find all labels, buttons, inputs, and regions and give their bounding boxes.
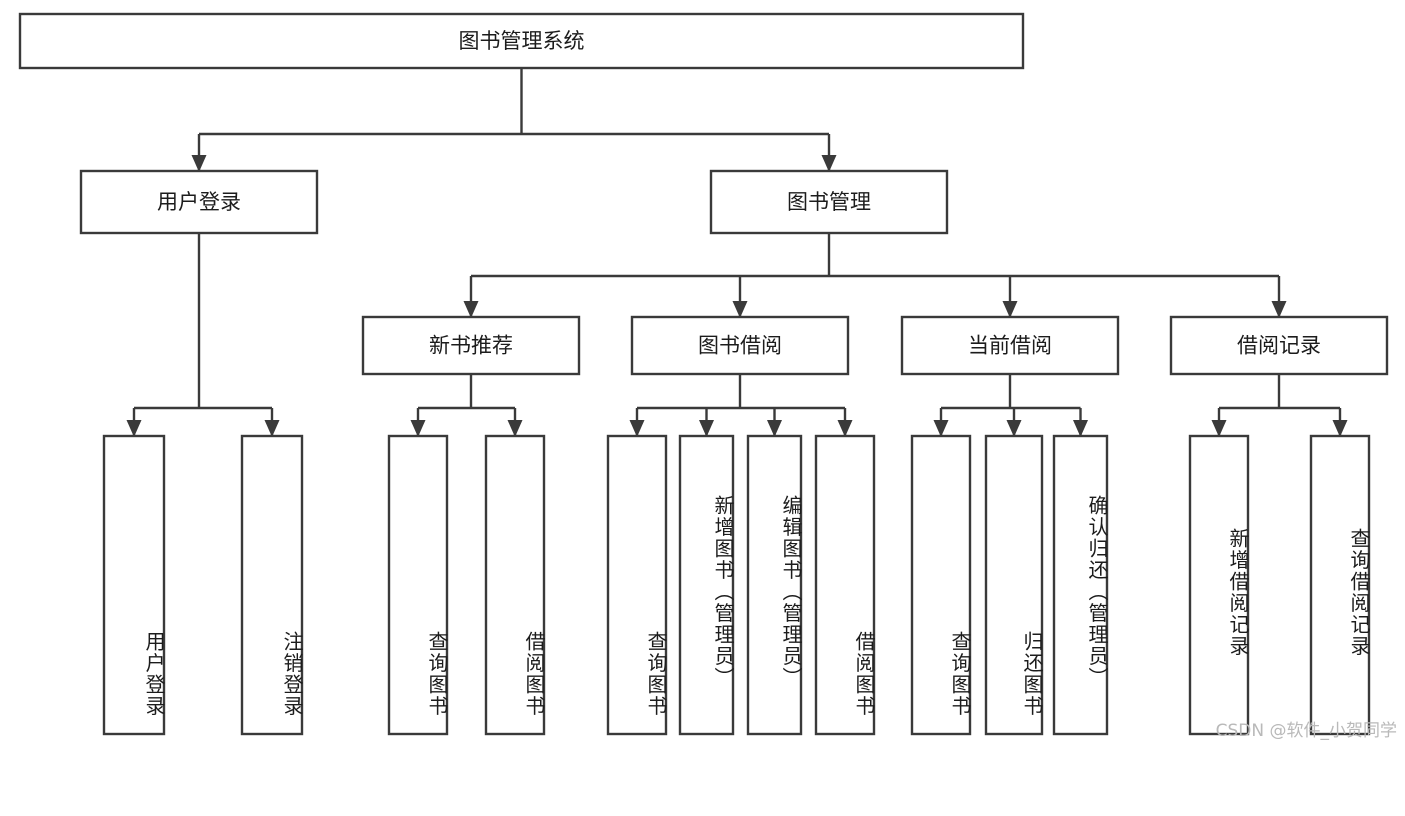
node-leaf-3[interactable] <box>387 434 449 736</box>
arrow-head-icon <box>629 420 645 437</box>
node-level3-2-label: 图书借阅 <box>698 334 782 358</box>
arrow-head-icon <box>1002 301 1018 318</box>
node-leaf-9[interactable] <box>910 434 972 736</box>
node-leaf-2[interactable] <box>240 434 304 736</box>
node-root-system[interactable] <box>18 12 1025 70</box>
arrow-head-icon <box>732 301 748 318</box>
node-leaf-13[interactable] <box>1309 434 1371 736</box>
arrow-head-icon <box>410 420 426 437</box>
arrow-head-icon <box>699 420 714 437</box>
node-leaf-1[interactable] <box>102 434 166 736</box>
node-leaf-10[interactable] <box>984 434 1044 736</box>
arrow-head-icon <box>126 420 142 437</box>
arrow-head-icon <box>821 155 837 172</box>
node-leaf-11[interactable] <box>1052 434 1109 736</box>
arrow-head-icon <box>767 420 782 437</box>
node-level2-1[interactable] <box>79 169 319 235</box>
node-root-system-label: 图书管理系统 <box>459 29 585 53</box>
node-leaf-4[interactable] <box>484 434 546 736</box>
node-leaf-8[interactable] <box>814 434 876 736</box>
node-level3-4-label: 借阅记录 <box>1237 334 1321 358</box>
arrow-head-icon <box>1211 420 1227 437</box>
connector-layer <box>126 68 1348 437</box>
watermark-text: CSDN @软件_小贺同学 <box>1215 721 1397 741</box>
arrow-head-icon <box>1006 420 1022 437</box>
node-level3-3-label: 当前借阅 <box>968 334 1052 358</box>
arrow-head-icon <box>264 420 280 437</box>
arrow-head-icon <box>1332 420 1348 437</box>
node-leaf-12[interactable] <box>1188 434 1250 736</box>
node-level3-1-label: 新书推荐 <box>429 334 513 358</box>
node-level3-1[interactable] <box>361 315 581 376</box>
node-level2-2-label: 图书管理 <box>787 190 871 214</box>
node-level2-1-label: 用户登录 <box>157 190 241 214</box>
arrow-head-icon <box>191 155 207 172</box>
arrow-head-icon <box>933 420 949 437</box>
arrow-head-icon <box>507 420 523 437</box>
flowchart-diagram: 图书管理系统用户登录图书管理新书推荐图书借阅当前借阅借阅记录 用户登录注销登录查… <box>18 12 1397 741</box>
node-leaf-6[interactable] <box>678 434 735 736</box>
arrow-head-icon <box>1073 420 1088 437</box>
arrow-head-icon <box>1271 301 1287 318</box>
node-level3-4[interactable] <box>1169 315 1389 376</box>
node-level3-2[interactable] <box>630 315 850 376</box>
node-leaf-7[interactable] <box>746 434 803 736</box>
arrow-head-icon <box>463 301 479 318</box>
node-level2-2[interactable] <box>709 169 949 235</box>
node-level3-3[interactable] <box>900 315 1120 376</box>
node-leaf-5[interactable] <box>606 434 668 736</box>
arrow-head-icon <box>837 420 853 437</box>
